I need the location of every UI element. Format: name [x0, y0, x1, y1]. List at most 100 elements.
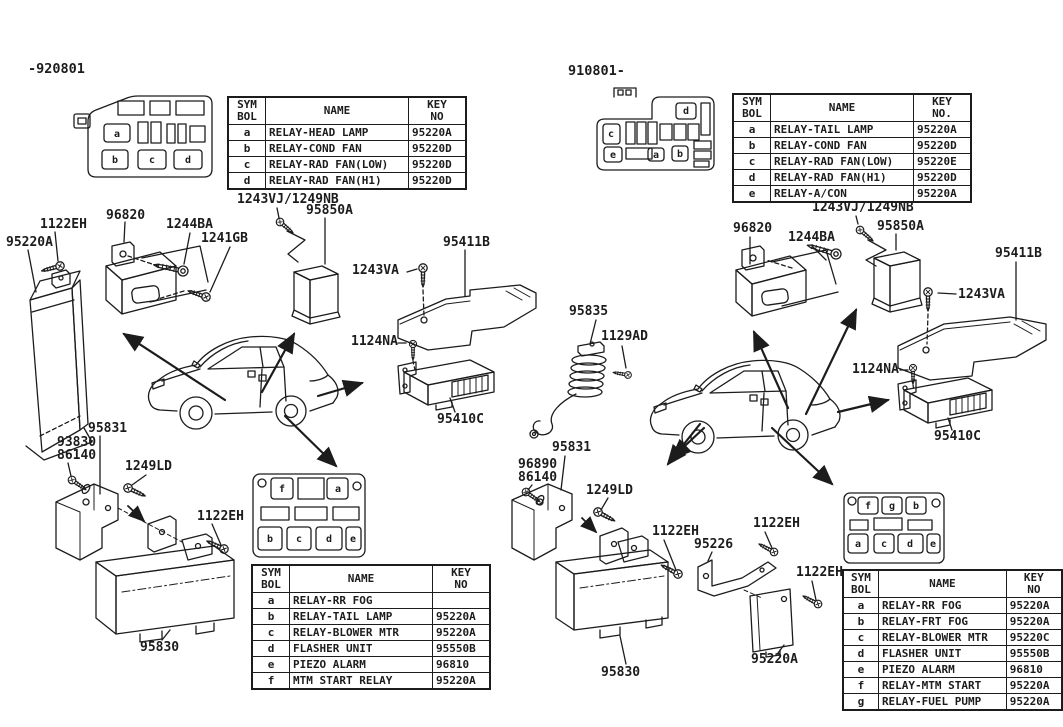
fuse-cell-letter: d: [683, 106, 689, 117]
part-label-86140: 86140: [518, 470, 558, 485]
part-label-1124na: 1124NA: [852, 362, 899, 377]
panel-cell-letter: d: [326, 534, 332, 545]
part-label-96820: 96820: [106, 208, 146, 223]
module-95830-left: [95, 523, 235, 643]
col-header-name: NAME: [770, 93, 914, 123]
col-header-key: KEY NO.: [913, 93, 972, 123]
part-label-1243va: 1243VA: [958, 287, 1005, 302]
panel-cell-letter: f: [279, 484, 285, 495]
panel-cell-letter: b: [913, 501, 919, 512]
part-label-1241gb: 1241GB: [201, 231, 248, 246]
col-header-name: NAME: [265, 96, 409, 126]
panel-cell-letter: g: [889, 501, 895, 512]
panel-cell-letter: b: [267, 534, 273, 545]
panel-cell-letter: c: [881, 539, 887, 550]
part-label-1122eh: 1122EH: [753, 516, 800, 531]
relay-95220a-left: [25, 231, 93, 461]
fuse-cell-letter: a: [114, 129, 120, 140]
module-95830-right: [555, 535, 685, 665]
fuse-cell-letter: c: [608, 129, 614, 140]
col-header-symbol: SYM BOL: [732, 93, 771, 123]
fusebox-right: [596, 87, 715, 171]
fuse-cell-letter: a: [653, 150, 659, 161]
col-header-name: NAME: [289, 564, 433, 594]
panel-cell-letter: c: [296, 534, 302, 545]
module-95410c-right: [897, 363, 993, 431]
bracket-95831-right: [511, 455, 629, 565]
plate-95220a-right: [749, 580, 824, 658]
part-label-1243vj-1249nb: 1243VJ/1249NB: [237, 192, 339, 207]
part-label-95831: 95831: [88, 421, 128, 436]
part-label-1243vj-1249nb: 1243VJ/1249NB: [812, 200, 914, 215]
part-label-95226: 95226: [694, 537, 734, 552]
part-label-1249ld: 1249LD: [125, 459, 172, 474]
relay-95850a-left: [274, 207, 341, 325]
part-label-1129ad: 1129AD: [601, 329, 648, 344]
part-label-1243va: 1243VA: [352, 263, 399, 278]
part-label-1124na: 1124NA: [351, 334, 398, 349]
part-label-1122eh: 1122EH: [652, 524, 699, 539]
part-label-95835: 95835: [569, 304, 609, 319]
fusebox-right-letters: c d e a b: [608, 106, 689, 161]
part-label-95850a: 95850A: [306, 203, 353, 218]
section-code-right: 910801-: [568, 63, 625, 79]
cover-95411b-left: [397, 249, 537, 351]
part-label-1244ba: 1244BA: [788, 230, 835, 245]
relay-panel-left: [252, 473, 366, 558]
module-95410c-left: [397, 339, 495, 413]
col-header-symbol: SYM BOL: [842, 569, 879, 599]
location-arrows-left: [122, 332, 365, 468]
part-label-93830: 93830: [57, 435, 97, 450]
panel-cell-letter: a: [855, 539, 861, 550]
coil-95835: [529, 319, 633, 439]
part-label-95830: 95830: [140, 640, 180, 655]
fuse-cell-letter: b: [112, 155, 118, 166]
part-label-95850a: 95850A: [877, 219, 924, 234]
panel-cell-letter: d: [907, 539, 913, 550]
fuse-cell-letter: b: [677, 149, 683, 160]
part-label-1249ld: 1249LD: [586, 483, 633, 498]
panel-cell-letter: a: [335, 484, 341, 495]
fuse-cell-letter: d: [185, 155, 191, 166]
col-header-name: NAME: [877, 569, 1007, 599]
cover-95411b-right: [897, 261, 1047, 381]
fusebox-left-letters: a b c d: [112, 129, 191, 166]
fusebox-left: [73, 95, 213, 178]
panel-cell-letter: e: [930, 539, 936, 550]
part-label-1122eh: 1122EH: [197, 509, 244, 524]
part-label-86140: 86140: [57, 448, 97, 463]
module-96820-right: [735, 236, 843, 317]
panel-cell-letter: f: [865, 501, 871, 512]
part-label-95411b: 95411B: [443, 235, 490, 250]
part-label-96890: 96890: [518, 457, 558, 472]
part-label-96820: 96820: [733, 221, 773, 236]
relay-panel-right-letters: f g b a c d e: [855, 501, 936, 550]
part-label-95410c: 95410C: [934, 429, 981, 444]
section-code-left: -920801: [28, 61, 85, 77]
